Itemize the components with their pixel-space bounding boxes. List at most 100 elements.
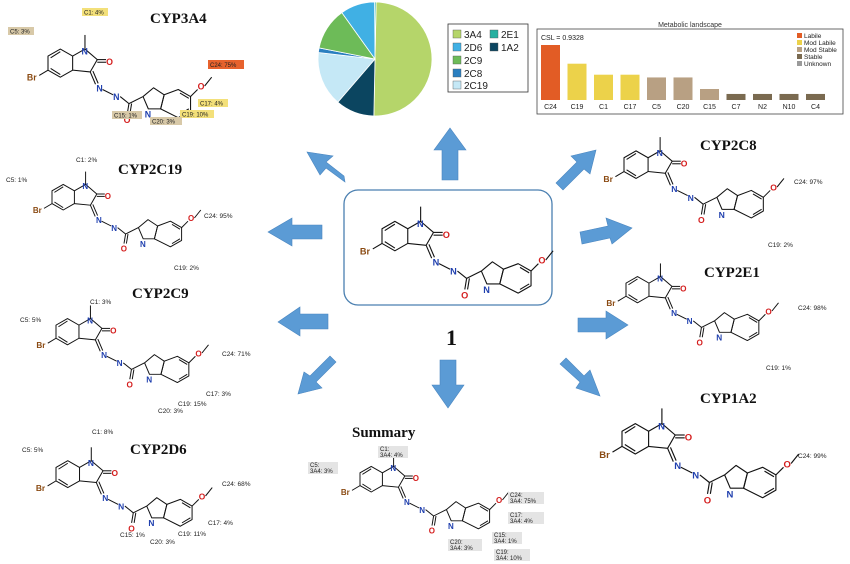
legend-swatch-3a4 bbox=[452, 29, 462, 39]
bar-c15 bbox=[700, 89, 719, 100]
legend-label-labile: Labile bbox=[804, 33, 822, 40]
label-c15: C15: 1% bbox=[120, 532, 145, 539]
bar-label-c20: C20 bbox=[677, 104, 690, 111]
structure-summary bbox=[340, 453, 510, 537]
panel-summary: Summary C1: 3A4: 4% C5: 3A4: 3% C24: 3A4… bbox=[308, 425, 544, 562]
label-c19: C19: 11% bbox=[178, 531, 206, 538]
cyp-contribution-pie bbox=[317, 1, 433, 117]
legend-swatch-2e1 bbox=[489, 29, 499, 39]
label-c1: C1: 2% bbox=[76, 157, 98, 164]
label-c15-value: 3A4: 1% bbox=[494, 539, 517, 545]
label-c1: C1: 3% bbox=[90, 299, 112, 306]
label-c19: C19: 1% bbox=[766, 365, 791, 372]
title-cyp3a4: CYP3A4 bbox=[150, 11, 207, 27]
highlight-c5 bbox=[8, 27, 34, 35]
label-c5-name: C5: bbox=[310, 463, 320, 469]
structure-cyp2c9 bbox=[35, 304, 210, 390]
label-c20-value: 3A4: 3% bbox=[450, 546, 473, 552]
label-c17: C17: 4% bbox=[208, 520, 233, 527]
compound-box bbox=[343, 189, 553, 306]
bar-c1 bbox=[594, 74, 613, 100]
label-c24: C24: 99% bbox=[798, 453, 827, 460]
arrow-down-left bbox=[297, 355, 337, 395]
compound-number: 1 bbox=[446, 325, 457, 350]
legend-swatch-2c19 bbox=[452, 80, 462, 90]
panel-cyp2c9: CYP2C9 C1: 3% C5: 5% C24: 71% C17: 3% C1… bbox=[20, 286, 251, 415]
label-c19: C19: 15% bbox=[178, 401, 207, 408]
arrow-up bbox=[433, 127, 467, 181]
chart-title: Metabolic landscape bbox=[658, 22, 722, 29]
label-c5: C5: 5% bbox=[22, 447, 44, 454]
csl-annotation: CSL = 0.9328 bbox=[541, 35, 584, 42]
label-c24-name: C24: bbox=[510, 493, 523, 499]
bar-c19 bbox=[567, 63, 587, 100]
label-c24: C24: 98% bbox=[798, 305, 827, 312]
panel-cyp2c19: CYP2C19 C1: 2% C5: 1% C24: 95% C19: 2% bbox=[6, 157, 233, 272]
title-cyp2e1: CYP2E1 bbox=[704, 265, 760, 281]
legend-swatch-labile bbox=[797, 33, 802, 38]
panel-cyp1a2: CYP1A2 C24: 99% bbox=[598, 391, 827, 507]
label-c20: C20: 3% bbox=[158, 408, 183, 415]
pie-legend: 3A4 2E1 2D6 1A2 2C9 2C8 2C19 bbox=[447, 23, 529, 93]
legend-swatch-mod-labile bbox=[797, 40, 802, 45]
highlight-c19 bbox=[180, 110, 214, 118]
label-c1-value: 3A4: 4% bbox=[380, 453, 403, 459]
highlight-c5 bbox=[308, 462, 338, 474]
arrow-right-cyp2e1 bbox=[577, 310, 629, 340]
bar-label-c7: C7 bbox=[732, 104, 741, 111]
bar-label-n2: N2 bbox=[758, 104, 767, 111]
legend-label-2e1: 2E1 bbox=[501, 30, 519, 41]
bar-c20 bbox=[673, 77, 693, 100]
legend-label-2d6: 2D6 bbox=[464, 43, 483, 54]
highlight-c17 bbox=[198, 99, 228, 107]
structure-cyp2c8 bbox=[602, 136, 785, 226]
title-cyp2d6: CYP2D6 bbox=[130, 442, 187, 458]
label-c5: C5: 3% bbox=[10, 30, 30, 36]
bar-label-c4: C4 bbox=[811, 104, 820, 111]
label-c19-value: 3A4: 10% bbox=[496, 556, 523, 562]
legend-swatch-mod-stable bbox=[797, 47, 802, 52]
label-c24-value: 3A4: 75% bbox=[510, 499, 537, 505]
title-cyp2c8: CYP2C8 bbox=[700, 138, 757, 154]
highlight-c17 bbox=[508, 512, 544, 524]
label-c20-name: C20: bbox=[450, 540, 463, 546]
label-c1-name: C1: bbox=[380, 447, 390, 453]
legend-label-mod-labile: Mod Labile bbox=[804, 40, 836, 47]
label-c24: C24: 75% bbox=[210, 63, 237, 69]
bar-c5 bbox=[647, 77, 666, 100]
structure-cyp1a2 bbox=[598, 407, 800, 507]
arrow-down bbox=[431, 359, 465, 409]
panel-cyp2e1: CYP2E1 C24: 98% C19: 1% bbox=[605, 262, 827, 372]
label-c5: C5: 1% bbox=[6, 177, 28, 184]
legend-label-3a4: 3A4 bbox=[464, 30, 482, 41]
arrows bbox=[267, 127, 633, 409]
structure-cyp2c19 bbox=[32, 171, 202, 255]
title-summary: Summary bbox=[352, 425, 416, 441]
bar-label-c5: C5 bbox=[652, 104, 661, 111]
bar-c24 bbox=[541, 45, 560, 100]
label-c17-value: 3A4: 4% bbox=[510, 519, 533, 525]
label-c17-name: C17: bbox=[510, 513, 523, 519]
legend-swatch-stable bbox=[797, 54, 802, 59]
arrow-left-cyp2c19 bbox=[267, 217, 323, 247]
legend-swatch-1a2 bbox=[489, 42, 499, 52]
highlight-c15 bbox=[492, 532, 522, 544]
label-c19-name: C19: bbox=[496, 550, 509, 556]
label-c15: C15: 1% bbox=[114, 114, 138, 120]
label-c24: C24: 97% bbox=[794, 179, 823, 186]
legend-label-2c19: 2C19 bbox=[464, 81, 488, 92]
bar-c17 bbox=[620, 74, 640, 100]
label-c19: C19: 10% bbox=[182, 113, 209, 119]
label-c24: C24: 71% bbox=[222, 351, 251, 358]
bar-c4 bbox=[806, 93, 825, 100]
title-cyp2c9: CYP2C9 bbox=[132, 286, 189, 302]
bar-label-c24: C24 bbox=[544, 104, 557, 111]
bar-n2 bbox=[753, 93, 772, 100]
arrow-up-right bbox=[555, 149, 597, 191]
label-c24: C24: 68% bbox=[222, 481, 251, 488]
structure-cyp2d6 bbox=[35, 446, 213, 534]
bar-label-c19: C19 bbox=[571, 104, 584, 111]
highlight-c1 bbox=[82, 8, 108, 16]
label-c19: C19: 2% bbox=[768, 242, 793, 249]
bar-label-c1: C1 bbox=[599, 104, 608, 111]
